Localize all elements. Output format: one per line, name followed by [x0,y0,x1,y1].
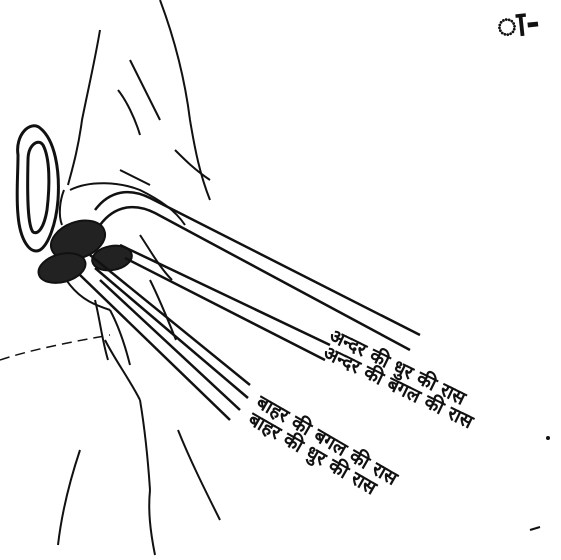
inner-reins [95,192,420,360]
fingers-gripping [35,214,134,288]
stray-dash [530,527,540,530]
sleeve-outline [60,0,210,225]
rein-loop-buckle [17,126,58,251]
stray-dot [546,436,550,440]
top-text-fragment: ा- [495,3,542,47]
dashed-guide-line [0,335,110,360]
